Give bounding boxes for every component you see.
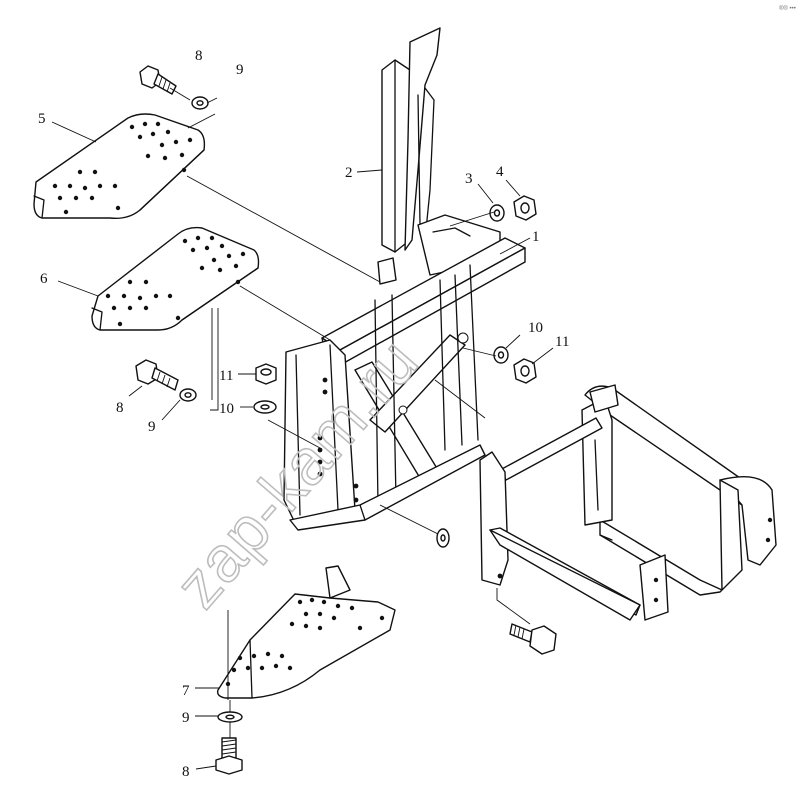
bolt-bottom	[215, 737, 243, 775]
frame-front-bracket	[479, 451, 509, 586]
callout-8-top: 8	[195, 48, 203, 64]
washer-9-bottom	[217, 711, 243, 723]
washer-9-top	[191, 96, 209, 110]
washer-frame	[436, 528, 450, 548]
nut-11-right	[513, 358, 537, 384]
bolt-top	[139, 65, 177, 95]
washer-10-right	[493, 346, 509, 364]
callout-10-middle: 10	[219, 401, 234, 417]
step-6	[91, 226, 260, 331]
callout-9-bottom: 9	[182, 710, 190, 726]
frame-assembly	[479, 384, 777, 621]
callout-1: 1	[532, 229, 540, 245]
frame-side	[719, 476, 777, 566]
callout-4: 4	[496, 164, 504, 180]
callout-10-right: 10	[528, 320, 543, 336]
callout-6: 6	[40, 271, 48, 287]
callout-3: 3	[465, 171, 473, 187]
cross-beam	[321, 237, 526, 351]
bolt-middle	[135, 359, 179, 391]
leader-lines	[51, 87, 554, 770]
nut-11-middle	[255, 363, 277, 385]
step-7	[216, 565, 396, 699]
callout-9-middle: 9	[148, 419, 156, 435]
nut-4	[513, 195, 537, 221]
bolt-frame	[509, 623, 557, 655]
frame-lower-plate	[639, 554, 669, 621]
washer-9-middle	[179, 388, 197, 402]
callout-labels: 1 2 3 4 5 6 7 8 8 8 9 9 9 10 10 11 11	[38, 48, 569, 780]
callout-7: 7	[182, 683, 190, 699]
step-5	[33, 113, 206, 220]
callout-2: 2	[345, 165, 353, 181]
frame-post	[581, 397, 613, 526]
callout-11-right: 11	[555, 334, 569, 350]
upper-fin	[404, 27, 441, 251]
callout-8-middle: 8	[116, 400, 124, 416]
corner-mark: ®® •••	[779, 5, 796, 12]
callout-9-top: 9	[236, 62, 244, 78]
washer-10-middle	[253, 400, 277, 414]
bracket-assembly	[283, 27, 526, 531]
strip-tip	[377, 257, 397, 285]
callout-8-bottom: 8	[182, 764, 190, 780]
callout-5: 5	[38, 111, 46, 127]
callout-11-middle: 11	[219, 368, 233, 384]
